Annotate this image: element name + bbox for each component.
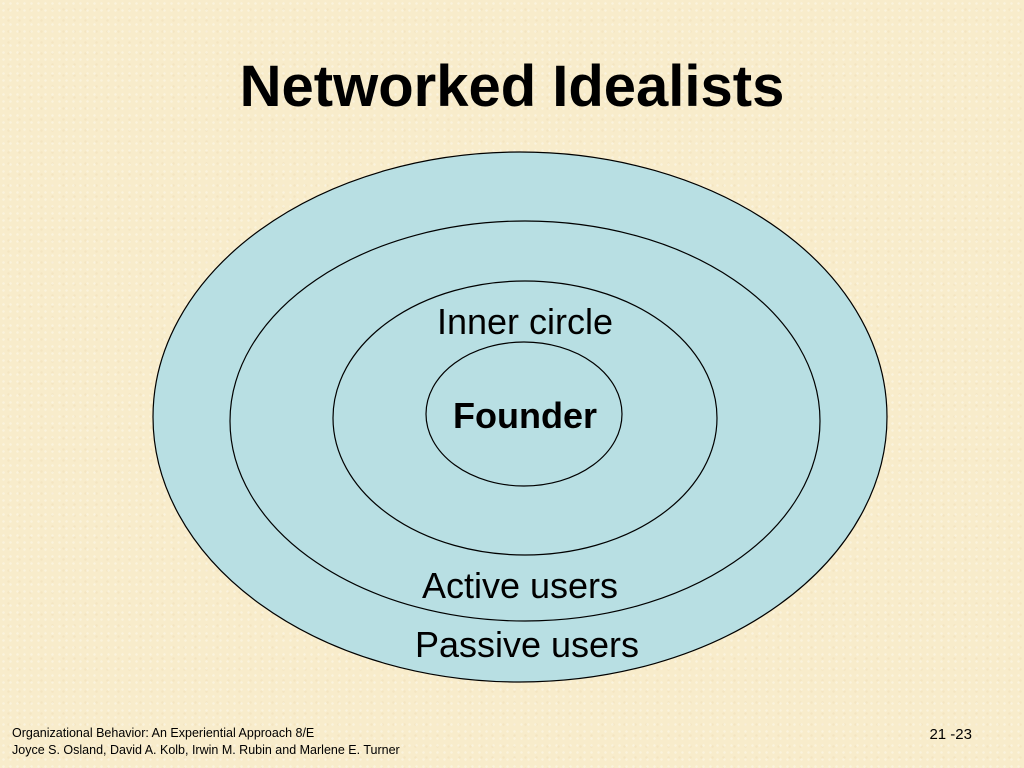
footer-authors: Joyce S. Osland, David A. Kolb, Irwin M.… — [12, 743, 400, 757]
ring-inner-circle — [332, 280, 718, 556]
footer-book-title: Organizational Behavior: An Experiential… — [12, 726, 315, 740]
label-active-users: Active users — [422, 565, 618, 606]
label-founder: Founder — [453, 395, 597, 436]
label-inner-circle: Inner circle — [437, 301, 613, 342]
slide-title: Networked Idealists — [239, 54, 785, 119]
ring-active-users — [229, 220, 821, 622]
ring-founder — [425, 341, 623, 487]
label-passive-users: Passive users — [415, 624, 639, 665]
footer-citation: Organizational Behavior: An Experiential… — [12, 725, 400, 759]
ring-passive-users — [152, 151, 888, 683]
page-number: 21 -23 — [929, 726, 972, 743]
